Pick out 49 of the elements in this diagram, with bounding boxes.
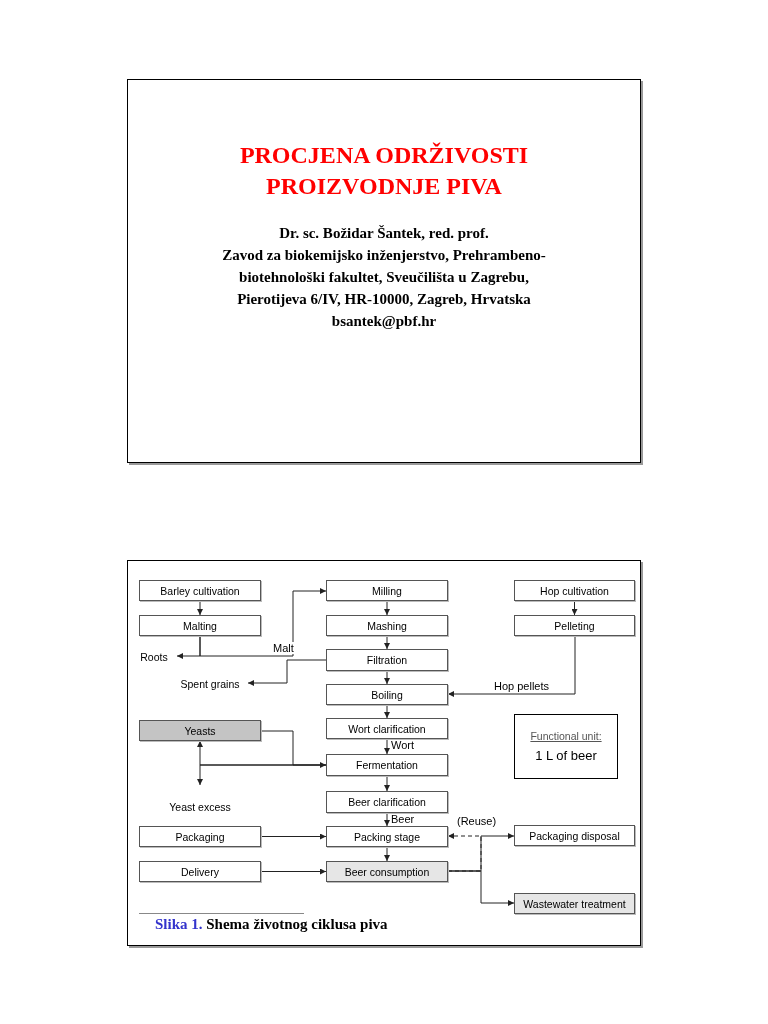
- process-box: Malting: [139, 615, 261, 636]
- arrow: [384, 600, 390, 616]
- process-box: Delivery: [139, 861, 261, 882]
- output-label: Roots: [131, 649, 177, 664]
- functional-unit-box: [514, 714, 618, 779]
- arrow: [384, 704, 390, 719]
- figure-caption: Slika 1. Shema životnog ciklusa piva: [155, 915, 388, 934]
- arrow: [384, 635, 390, 650]
- process-box: Wastewater treatment: [514, 893, 635, 914]
- process-box: Yeasts: [139, 720, 261, 741]
- arrow: [197, 600, 203, 616]
- edge-label: Hop pellets: [493, 680, 551, 692]
- process-box: Packaging: [139, 826, 261, 847]
- process-box: Beer consumption: [326, 861, 448, 882]
- output-label: Spent grains: [172, 676, 248, 691]
- arrow: [384, 670, 390, 685]
- arrow: [199, 588, 327, 657]
- process-box: Packaging disposal: [514, 825, 635, 846]
- process-box: Hop cultivation: [514, 580, 635, 601]
- arrow: [197, 764, 327, 786]
- unit-value: 1 L of beer: [535, 748, 597, 763]
- arrow: [260, 833, 327, 840]
- arrow: [384, 846, 390, 862]
- output-label: Yeast excess: [160, 785, 240, 813]
- arrow: [384, 812, 390, 827]
- process-box: Pelleting: [514, 615, 635, 636]
- process-box: Fermentation: [326, 754, 448, 776]
- email-address: bsantek@pbf.hr: [331, 312, 437, 331]
- arrow: [384, 775, 390, 792]
- process-box: Filtration: [326, 649, 448, 671]
- process-box: Mashing: [326, 615, 448, 636]
- arrow: [384, 738, 390, 755]
- arrow: [260, 730, 327, 768]
- edge-label: Malt: [272, 642, 295, 654]
- arrow: [447, 635, 576, 697]
- unit-heading: Functional unit:: [530, 730, 602, 742]
- process-box: Wort clarification: [326, 718, 448, 739]
- edge-label: (Reuse): [456, 815, 498, 827]
- author-name: Dr. sc. Božidar Šantek, red. prof.: [279, 224, 489, 243]
- arrow: [447, 870, 515, 906]
- process-box: Barley cultivation: [139, 580, 261, 601]
- process-box: Packing stage: [326, 826, 448, 847]
- arrow: [260, 868, 327, 875]
- arrow: [247, 659, 327, 686]
- slide-title: PROCJENA ODRŽIVOSTI PROIZVODNJE PIVA: [238, 141, 530, 201]
- process-box: Boiling: [326, 684, 448, 705]
- process-box: Milling: [326, 580, 448, 601]
- process-box: Beer clarification: [326, 791, 448, 813]
- arrow: [571, 600, 578, 616]
